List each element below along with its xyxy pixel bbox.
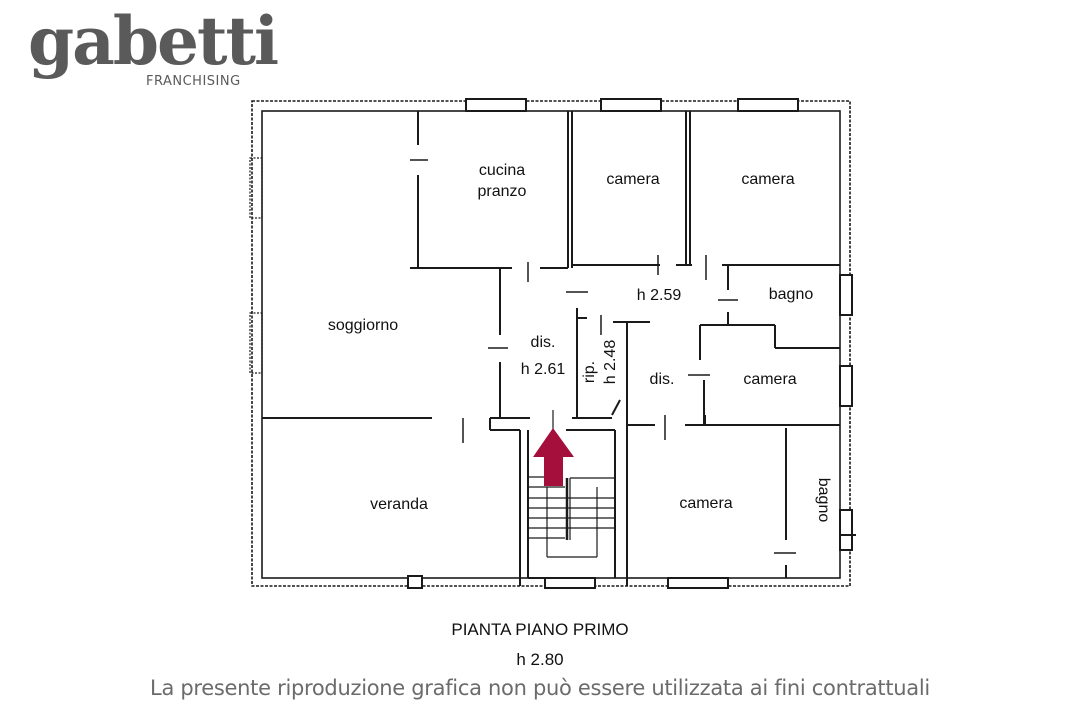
entrance-arrow-icon: [533, 428, 574, 486]
label-bagno-2: bagno: [815, 478, 832, 523]
label-rip-height: h 2.48: [602, 340, 619, 385]
gabetti-logo: gabetti FRANCHISING: [28, 8, 279, 108]
label-rip: rip.: [581, 361, 598, 383]
label-cucina: cucina: [479, 162, 525, 179]
logo-wordmark: gabetti: [28, 2, 279, 80]
logo-subtitle: FRANCHISING: [146, 74, 241, 89]
label-dis-1-height: h 2.61: [521, 361, 566, 378]
walls: [249, 98, 856, 589]
label-pranzo: pranzo: [478, 183, 527, 200]
label-dis-2: dis.: [650, 371, 675, 388]
label-soggiorno: soggiorno: [328, 317, 398, 334]
disclaimer-text: La presente riproduzione grafica non può…: [150, 676, 930, 700]
label-camera-2: camera: [741, 171, 794, 188]
label-camera-1: camera: [606, 171, 659, 188]
label-camera-3: camera: [743, 371, 796, 388]
label-corridor-height: h 2.59: [637, 287, 682, 304]
room-labels: cucina pranzo camera camera soggiorno di…: [328, 162, 832, 522]
label-veranda: veranda: [370, 496, 428, 513]
plan-title: PIANTA PIANO PRIMO: [451, 620, 629, 639]
label-dis-1: dis.: [531, 334, 556, 351]
plan-height: h 2.80: [516, 650, 564, 669]
label-camera-4: camera: [679, 495, 732, 512]
label-bagno-1: bagno: [769, 286, 814, 303]
